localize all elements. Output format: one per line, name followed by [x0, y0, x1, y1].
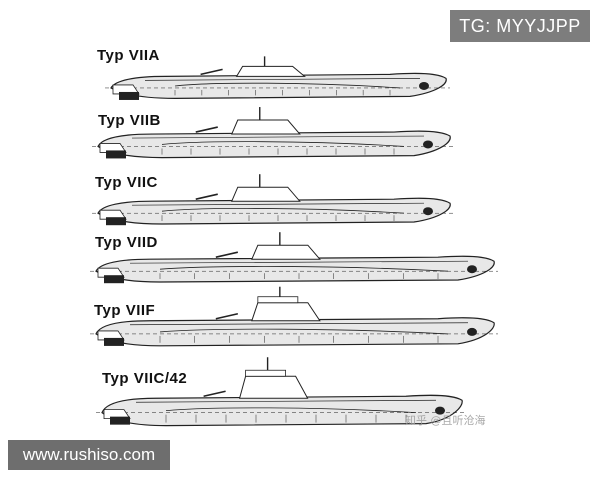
deck-casing-line [135, 399, 437, 403]
zhihu-watermark: 知乎 @且听沧海 [405, 414, 486, 427]
bow-torpedo-hatch [467, 265, 477, 274]
flak-platform [245, 369, 287, 377]
deck-casing-line [131, 202, 425, 206]
conning-tower [251, 302, 321, 322]
propeller-guard [104, 275, 124, 284]
bow-torpedo-hatch [419, 81, 429, 90]
label-typ-viid: Typ VIID [95, 234, 158, 251]
propeller-guard [104, 337, 124, 346]
pressure-hull-outline [97, 130, 451, 159]
conning-tower [235, 65, 306, 77]
propeller-guard [106, 217, 126, 226]
label-typ-viic: Typ VIIC [95, 174, 158, 191]
submarine-viic42-drawing [96, 357, 466, 427]
deck-casing-line [131, 135, 425, 139]
deck-gun [203, 390, 226, 398]
submarine-viib-drawing [92, 107, 454, 159]
deck-casing-line [129, 322, 469, 326]
propeller-guard [119, 91, 139, 100]
pressure-hull-outline [97, 197, 451, 225]
submarine-viic-drawing [92, 174, 454, 226]
pressure-hull-outline [101, 394, 463, 427]
bow-torpedo-hatch [467, 327, 477, 336]
saddle-tank-line [161, 141, 405, 147]
submarine-viif-drawing [90, 286, 498, 347]
deck-gun [215, 312, 239, 320]
pressure-hull-outline [95, 255, 495, 283]
label-typ-viib: Typ VIIB [98, 112, 161, 129]
saddle-tank-line [161, 208, 405, 214]
deck-gun [200, 68, 223, 76]
saddle-tank-line [159, 266, 449, 272]
bow-torpedo-hatch [423, 207, 433, 216]
deck-casing-line [129, 260, 469, 264]
deck-gun [195, 193, 218, 200]
submarine-viid-drawing [90, 232, 498, 284]
propeller-guard [110, 416, 130, 425]
saddle-tank-line [159, 328, 449, 335]
deck-gun [195, 126, 218, 133]
label-typ-viia: Typ VIIA [97, 47, 160, 64]
bow-torpedo-hatch [423, 140, 433, 149]
conning-tower [231, 186, 301, 202]
saddle-tank-line [174, 82, 401, 89]
deck-casing-line [144, 78, 421, 81]
conning-tower [251, 244, 321, 260]
propeller-guard [106, 150, 126, 159]
pressure-hull-outline [110, 72, 447, 100]
deck-gun [215, 251, 239, 258]
label-typ-viif: Typ VIIF [94, 302, 156, 319]
conning-tower [231, 119, 301, 135]
telegram-tag-badge: TG: MYYJJPP [450, 10, 590, 42]
flak-platform [257, 296, 299, 304]
pressure-hull-outline [95, 317, 495, 347]
website-url-badge: www.rushiso.com [8, 440, 170, 470]
conning-tower [238, 375, 309, 399]
bow-torpedo-hatch [435, 406, 445, 415]
label-typ-viic42: Typ VIIC/42 [102, 370, 188, 387]
submarine-viia-drawing [105, 56, 450, 100]
saddle-tank-line [165, 407, 417, 414]
